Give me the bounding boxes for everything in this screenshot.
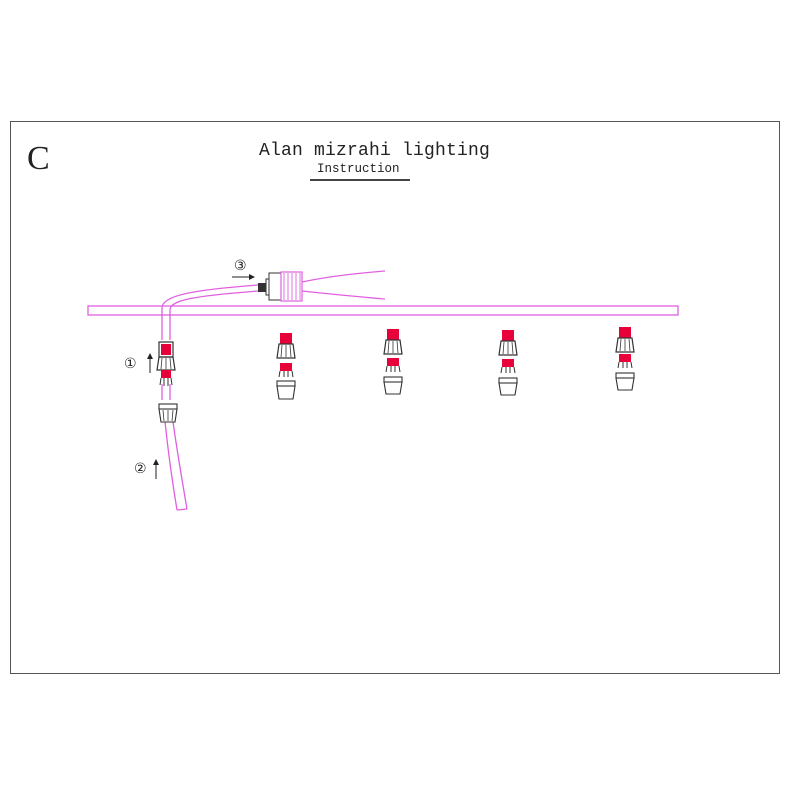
socket-1 [276,333,296,400]
drawing-sheet [10,121,780,674]
socket-4 [615,327,635,391]
socket-2 [383,329,403,395]
step-3-marker: ③ [234,258,247,274]
step-2-marker: ② [134,461,147,477]
main-cable [87,305,679,316]
feed-cap [158,403,178,423]
subtitle-underline [310,179,410,181]
step-1-marker: ① [124,356,137,372]
diagram-title: Alan mizrahi lighting [259,141,491,161]
diagram-subtitle: Instruction [317,162,400,176]
socket-3 [498,330,518,396]
sheet-letter: C [27,140,50,177]
feed-connector-assembly [156,341,176,386]
main-plug-connector [258,270,386,302]
feed-cable [161,284,259,511]
